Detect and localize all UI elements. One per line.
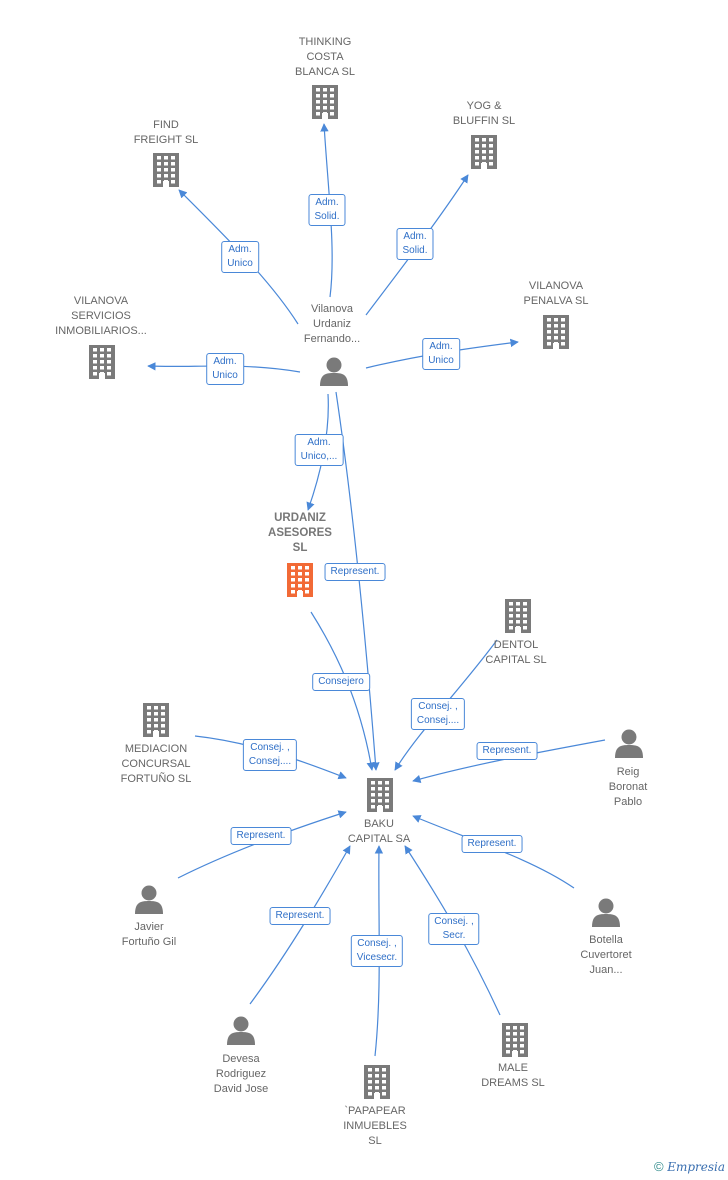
focus-building-icon[interactable] bbox=[287, 563, 313, 597]
edge-label-male-to-baku[interactable]: Consej. ,Secr. bbox=[428, 913, 480, 945]
building-icon[interactable] bbox=[471, 135, 497, 169]
edge-label-papapear-to-baku[interactable]: Consej. ,Vicesecr. bbox=[350, 935, 404, 967]
person-icon[interactable] bbox=[592, 898, 620, 928]
building-icon[interactable] bbox=[143, 703, 169, 737]
edge-label-vfernando-to-vservicios[interactable]: Adm.Unico bbox=[206, 353, 244, 385]
building-icon[interactable] bbox=[364, 1065, 390, 1099]
edge-label-vfernando-to-urdaniz[interactable]: Adm.Unico,... bbox=[294, 434, 344, 466]
person-icon[interactable] bbox=[320, 357, 348, 387]
edge-devesa-to-baku bbox=[249, 845, 351, 1005]
edge-urdaniz-to-baku bbox=[310, 611, 375, 771]
edge-label-reig-to-baku[interactable]: Represent. bbox=[476, 742, 538, 760]
edge-label-mediacion-to-baku[interactable]: Consej. ,Consej.... bbox=[242, 739, 298, 771]
person-icon[interactable] bbox=[227, 1016, 255, 1046]
building-icon[interactable] bbox=[502, 1023, 528, 1057]
edge-label-dentol-to-baku[interactable]: Consej. ,Consej.... bbox=[410, 698, 466, 730]
person-icon[interactable] bbox=[135, 885, 163, 915]
edge-label-vfernando-to-vpenalva[interactable]: Adm.Unico bbox=[422, 338, 460, 370]
edge-label-vfernando-to-thinking[interactable]: Adm.Solid. bbox=[308, 194, 346, 226]
edge-label-vfernando-to-baku[interactable]: Represent. bbox=[324, 563, 386, 581]
edge-label-vfernando-to-yog[interactable]: Adm.Solid. bbox=[396, 228, 434, 260]
building-icon[interactable] bbox=[153, 153, 179, 187]
building-icon[interactable] bbox=[543, 315, 569, 349]
edge-label-javier-to-baku[interactable]: Represent. bbox=[230, 827, 292, 845]
edge-label-urdaniz-to-baku[interactable]: Consejero bbox=[312, 673, 370, 691]
node-label-yog[interactable]: YOG &BLUFFIN SL bbox=[452, 100, 516, 127]
copyright-symbol: © bbox=[653, 1159, 664, 1174]
edge-javier-to-baku bbox=[177, 810, 347, 879]
edge-label-devesa-to-baku[interactable]: Represent. bbox=[269, 907, 331, 925]
empresia-logo[interactable]: Empresia bbox=[667, 1160, 725, 1174]
building-icon[interactable] bbox=[312, 85, 338, 119]
building-icon[interactable] bbox=[505, 599, 531, 633]
edge-label-vfernando-to-find[interactable]: Adm.Unico bbox=[221, 241, 259, 273]
building-icon[interactable] bbox=[367, 778, 393, 812]
building-icon[interactable] bbox=[89, 345, 115, 379]
person-icon[interactable] bbox=[615, 729, 643, 759]
edge-label-botella-to-baku[interactable]: Represent. bbox=[461, 835, 523, 853]
copyright-notice: © Empresia bbox=[654, 1159, 725, 1174]
